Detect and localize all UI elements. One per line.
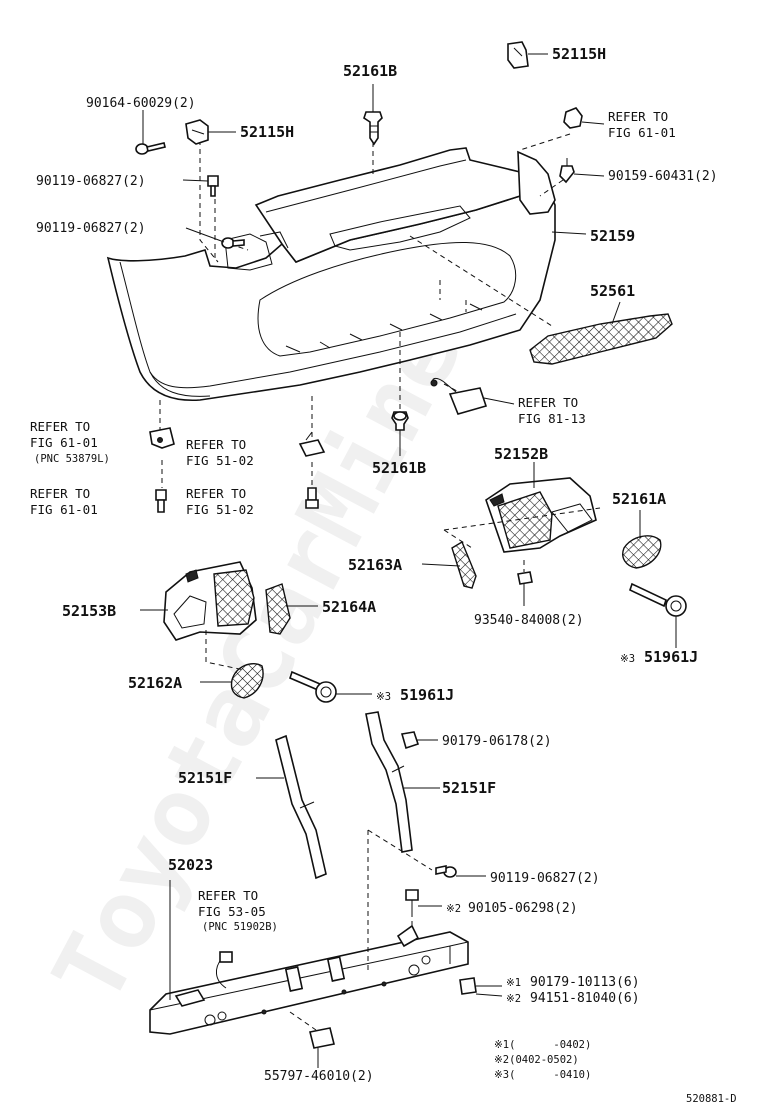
grille-52163A xyxy=(451,540,477,589)
bolt-90119-b xyxy=(221,237,245,249)
ref-fig8113-line2: FIG 81-13 xyxy=(518,411,586,426)
ref-fig8113-line1: REFER TO xyxy=(518,395,578,410)
label-90179-06178: 90179-06178(2) xyxy=(442,734,552,749)
label-52163A: 52163A xyxy=(348,556,402,574)
bolt-90119-c xyxy=(435,865,457,878)
grille-52164A xyxy=(265,583,291,635)
label-94151: 94151-81040(6) xyxy=(530,991,640,1006)
footnote-3: ※3( -0410) xyxy=(494,1069,591,1081)
arm-52151F-right xyxy=(365,711,413,853)
footnotes: ※1( -0402) ※2(0402-0502) ※3( -0410) 5208… xyxy=(494,1039,737,1105)
clip-fig6101-top xyxy=(563,107,583,129)
clip-52161B-bottom xyxy=(391,411,409,431)
ref-fig6101-a-line1: REFER TO xyxy=(30,419,90,434)
diagram-code: 520881-D xyxy=(686,1093,737,1105)
ref-fig6101-b-line1: REFER TO xyxy=(30,486,90,501)
label-52159: 52159 xyxy=(590,227,635,245)
ref-fig5102-a-line2: FIG 51-02 xyxy=(186,453,254,468)
sensor-fig5305 xyxy=(216,951,233,989)
label-90105: 90105-06298(2) xyxy=(468,901,578,916)
label-52164A: 52164A xyxy=(322,598,376,616)
mark-3-mid: ※3 xyxy=(376,691,391,703)
pad-55797 xyxy=(309,1027,335,1049)
label-90119-b: 90119-06827(2) xyxy=(36,221,146,236)
bolt-fig6101-b xyxy=(155,489,167,513)
label-90119-c: 90119-06827(2) xyxy=(490,871,600,886)
ref-fig6101-b-line2: FIG 61-01 xyxy=(30,502,98,517)
screw-90159 xyxy=(559,158,575,184)
ref-fig6101-top-line1: REFER TO xyxy=(608,109,668,124)
label-52561: 52561 xyxy=(590,282,635,300)
connector-fig8113 xyxy=(430,377,488,415)
label-55797: 55797-46010(2) xyxy=(264,1069,374,1084)
bolt-90105 xyxy=(405,889,419,912)
footnote-1: ※1( -0402) xyxy=(494,1039,591,1051)
label-93540: 93540-84008(2) xyxy=(474,613,584,628)
mark-2-b: ※2 xyxy=(506,993,521,1005)
tow-hook-51961J-mid xyxy=(289,670,337,703)
mark-2-a: ※2 xyxy=(446,903,461,915)
bolt-90119-a xyxy=(207,175,219,197)
assembly-lines-upper xyxy=(159,133,571,488)
label-52115H-top: 52115H xyxy=(552,45,606,63)
center-grille-52561 xyxy=(529,313,673,365)
label-52162A: 52162A xyxy=(128,674,182,692)
label-52152B: 52152B xyxy=(494,445,548,463)
label-51961J-mid: 51961J xyxy=(400,686,454,704)
mark-3-right: ※3 xyxy=(620,653,635,665)
label-52161B-bottom: 52161B xyxy=(372,459,426,477)
retainer-fig5102-a xyxy=(298,431,326,457)
ref-fig5305-line1: REFER TO xyxy=(198,888,258,903)
ref-fig5102-a-line1: REFER TO xyxy=(186,437,246,452)
arm-52151F-left xyxy=(275,734,327,880)
label-52161B-top: 52161B xyxy=(343,62,397,80)
label-90119-a: 90119-06827(2) xyxy=(36,174,146,189)
label-52161A: 52161A xyxy=(612,490,666,508)
tow-hook-51961J-right xyxy=(629,582,687,617)
retainer-fig6101-a xyxy=(149,427,175,449)
cover-52161A xyxy=(622,535,662,569)
bracket-52115H-left xyxy=(185,119,209,145)
nut-90179-06178 xyxy=(400,731,420,750)
ref-fig5305-line3: (PNC 51902B) xyxy=(202,921,278,933)
reinforcement-52023 xyxy=(149,924,469,1035)
label-52153B: 52153B xyxy=(62,602,116,620)
side-grille-cover-52153B xyxy=(163,561,257,641)
ref-fig6101-a-line2: FIG 61-01 xyxy=(30,435,98,450)
ref-fig5102-b-line1: REFER TO xyxy=(186,486,246,501)
part-labels: 52115H 52161B 90164-60029(2) 52115H 9011… xyxy=(36,45,718,1084)
assembly-lines-right xyxy=(443,507,601,572)
ref-fig5102-b-line2: FIG 51-02 xyxy=(186,502,254,517)
reference-notes: REFER TO FIG 61-01 REFER TO FIG 81-13 RE… xyxy=(30,109,676,933)
bumper-cover xyxy=(106,147,556,402)
assembly-lines-lower xyxy=(289,829,433,1031)
label-90179-10113: 90179-10113(6) xyxy=(530,975,640,990)
nut-90179-10113 xyxy=(459,977,477,995)
bolt-90164 xyxy=(135,142,166,155)
cover-52162A xyxy=(230,662,264,699)
side-grille-cover-52152B xyxy=(485,477,597,553)
bolt-fig5102-b xyxy=(305,487,319,509)
ref-fig6101-top-line2: FIG 61-01 xyxy=(608,125,676,140)
label-52151F-right: 52151F xyxy=(442,779,496,797)
label-52115H-left: 52115H xyxy=(240,123,294,141)
clip-52161B-top xyxy=(363,111,383,146)
mark-1: ※1 xyxy=(506,977,521,989)
label-90164: 90164-60029(2) xyxy=(86,96,196,111)
assembly-line-left xyxy=(205,630,245,671)
label-90159: 90159-60431(2) xyxy=(608,169,718,184)
label-51961J-right: 51961J xyxy=(644,648,698,666)
ref-fig6101-a-line3: (PNC 53879L) xyxy=(34,453,110,465)
screw-93540 xyxy=(517,571,533,594)
label-52151F-left: 52151F xyxy=(178,769,232,787)
label-52023: 52023 xyxy=(168,856,213,874)
bracket-52115H-top xyxy=(507,41,529,69)
ref-fig5305-line2: FIG 53-05 xyxy=(198,904,266,919)
leader-lines xyxy=(140,53,677,1068)
footnote-2: ※2(0402-0502) xyxy=(494,1054,579,1066)
